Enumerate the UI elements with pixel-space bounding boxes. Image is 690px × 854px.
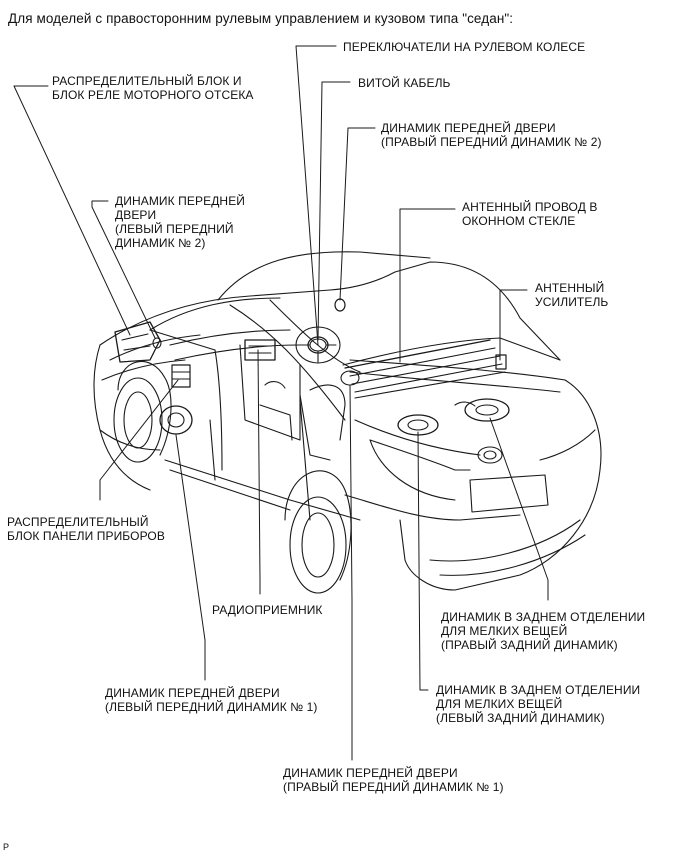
label-antenna-amplifier: АНТЕННЫЙ УСИЛИТЕЛЬ: [535, 281, 609, 309]
figure-code: P: [3, 842, 10, 852]
leader-lines: [13, 45, 549, 761]
car-body: [93, 251, 602, 594]
label-window-antenna: АНТЕННЫЙ ПРОВОД В ОКОННОМ СТЕКЛЕ: [462, 200, 598, 228]
label-front-door-speaker-rh2: ДИНАМИК ПЕРЕДНЕЙ ДВЕРИ (ПРАВЫЙ ПЕРЕДНИЙ …: [381, 121, 602, 149]
label-steering-switches: ПЕРЕКЛЮЧАТЕЛИ НА РУЛЕВОМ КОЛЕСЕ: [343, 40, 586, 54]
label-engine-relay-block: РАСПРЕДЕЛИТЕЛЬНЫЙ БЛОК И БЛОК РЕЛЕ МОТОР…: [52, 74, 254, 102]
label-front-door-speaker-lh2: ДИНАМИК ПЕРЕДНЕЙ ДВЕРИ (ЛЕВЫЙ ПЕРЕДНИЙ Д…: [115, 194, 246, 250]
label-front-door-speaker-lh1: ДИНАМИК ПЕРЕДНЕЙ ДВЕРИ (ЛЕВЫЙ ПЕРЕДНИЙ Д…: [105, 686, 318, 714]
label-rear-speaker-lh: ДИНАМИК В ЗАДНЕМ ОТДЕЛЕНИИ ДЛЯ МЕЛКИХ ВЕ…: [436, 683, 641, 725]
label-instrument-panel-block: РАСПРЕДЕЛИТЕЛЬНЫЙ БЛОК ПАНЕЛИ ПРИБОРОВ: [7, 515, 165, 543]
header-caption: Для моделей с правосторонним рулевым упр…: [8, 11, 514, 26]
label-rear-speaker-rh: ДИНАМИК В ЗАДНЕМ ОТДЕЛЕНИИ ДЛЯ МЕЛКИХ ВЕ…: [441, 610, 646, 652]
label-spiral-cable: ВИТОЙ КАБЕЛЬ: [358, 76, 451, 90]
label-front-door-speaker-rh1: ДИНАМИК ПЕРЕДНЕЙ ДВЕРИ (ПРАВЫЙ ПЕРЕДНИЙ …: [283, 766, 504, 794]
label-radio-receiver: РАДИОПРИЕМНИК: [212, 603, 323, 617]
